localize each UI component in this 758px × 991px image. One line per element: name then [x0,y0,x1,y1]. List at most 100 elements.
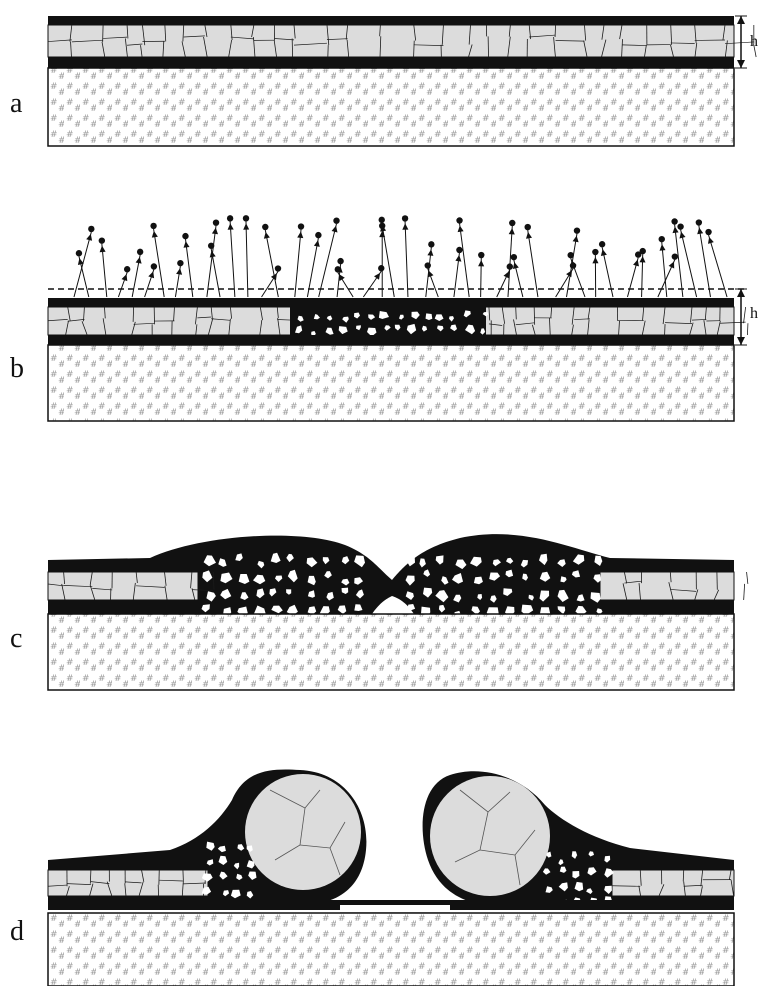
panel-b-label: b [10,355,24,383]
panel-d-label: d [10,918,24,946]
atom-icon [509,220,515,226]
panel-b [48,215,748,421]
dimension-arrowhead-icon [737,16,745,24]
atom-arrowhead-icon [633,260,639,267]
large-grain-left [245,774,361,890]
atom-icon [640,248,646,254]
atom-arrowhead-icon [601,249,607,256]
grain-boundary [744,307,746,323]
atom-arrow-icon [508,226,512,297]
atom-icon [567,252,573,258]
atom-arrowhead-icon [680,232,686,239]
atom-arrowhead-icon [264,232,270,239]
substrate [48,614,734,690]
atom-arrowhead-icon [314,240,320,247]
atom-arrowhead-icon [176,268,182,275]
atom-arrowhead-icon [228,223,234,229]
atom-icon [333,217,339,223]
atom-icon [137,249,143,255]
atom-arrowhead-icon [152,231,158,238]
depleted-region [290,307,486,335]
grain-boundary [744,584,745,600]
atom-arrowhead-icon [243,223,249,229]
atom-icon [243,215,249,221]
atom-arrow-icon [265,230,278,297]
atom-arrowhead-icon [660,244,666,251]
atom-arrowhead-icon [122,274,128,281]
panel-a [48,16,756,146]
panel-b-thickness-label: h [750,306,758,322]
atom-icon [525,224,531,230]
atom-icon [88,226,94,232]
atom-icon [315,232,321,238]
atom-icon [337,258,343,264]
atom-arrowhead-icon [148,271,154,278]
panel-c [48,534,748,690]
atom-icon [151,263,157,269]
atom-icon [659,236,665,242]
dimension-arrowhead-icon [737,289,745,297]
panel-d [48,769,734,986]
atom-icon [182,233,188,239]
atom-arrow-icon [207,226,216,297]
atom-icon [511,254,517,260]
atom-arrowhead-icon [573,236,579,243]
atom-arrowhead-icon [708,237,714,244]
atom-arrow-icon [382,223,395,297]
dimension-arrowhead-icon [737,337,745,345]
atom-arrowhead-icon [86,234,92,241]
dimension-arrowhead-icon [737,60,745,68]
film-fragment [426,313,433,320]
polycrystalline-film [48,870,208,896]
capping-layer [48,16,734,25]
atom-arrowhead-icon [374,273,380,280]
atom-arrowhead-icon [513,262,519,269]
atom-icon [335,266,341,272]
atom-arrowhead-icon [212,228,218,235]
atom-icon [671,218,677,224]
atom-icon [478,252,484,258]
atom-arrow-icon [709,235,727,297]
atom-arrow-icon [460,223,470,297]
atom-icon [592,249,598,255]
atom-arrowhead-icon [427,249,433,256]
atom-arrowhead-icon [526,232,532,239]
atom-arrowhead-icon [478,260,484,266]
capping-layer [48,335,734,345]
atom-icon [456,247,462,253]
atom-icon [124,266,130,272]
atom-icon [378,265,384,271]
atom-icon [428,241,434,247]
atom-arrow-icon [295,230,301,297]
atom-arrow-icon [154,229,165,297]
atom-arrowhead-icon [640,256,646,262]
atom-arrow-icon [246,221,248,297]
atom-icon [696,219,702,225]
atom-icon [705,229,711,235]
atom-icon [402,215,408,221]
atom-icon [150,223,156,229]
polycrystalline-film [48,25,734,57]
atom-icon [599,241,605,247]
atom-arrowhead-icon [184,241,190,248]
polycrystalline-film [612,870,734,896]
atom-icon [456,217,462,223]
capping-layer [48,298,734,307]
atom-icon [275,265,281,271]
atom-icon [379,217,385,223]
atom-icon [208,243,214,249]
atom-icon [177,260,183,266]
substrate [48,913,734,986]
atom-arrow-icon [74,232,91,297]
atom-arrowhead-icon [592,257,598,263]
panel-c-label: c [10,625,22,653]
atom-icon [574,227,580,233]
atom-arrowhead-icon [339,274,345,281]
polycrystalline-film [600,572,734,600]
atom-arrow-icon [681,230,697,297]
atom-icon [227,215,233,221]
atom-icon [213,219,219,225]
atom-icon [672,253,678,259]
atom-arrow-icon [405,221,408,297]
